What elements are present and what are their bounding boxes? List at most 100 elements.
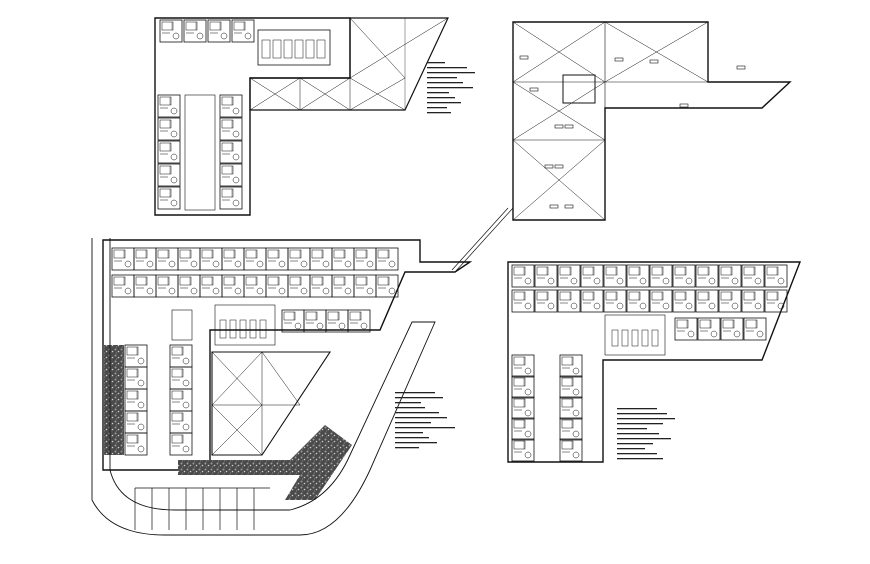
note-block-lower-right: [617, 408, 675, 460]
room-module: [626, 264, 650, 288]
room-module: [133, 274, 157, 298]
drawing-line: [211, 404, 263, 456]
note-line: [395, 392, 435, 394]
note-line: [617, 428, 647, 430]
drawing-rect: [259, 319, 267, 339]
room-module: [157, 94, 181, 118]
room-module: [557, 289, 581, 313]
note-line: [395, 432, 423, 434]
room-module: [155, 247, 179, 271]
drawing-rect: [736, 65, 746, 70]
room-module: [559, 396, 583, 420]
room-module: [183, 19, 207, 43]
room-module: [207, 19, 231, 43]
room-module: [534, 289, 558, 313]
note-block-lower-left: [395, 392, 455, 449]
note-line: [427, 102, 461, 104]
room-module: [331, 247, 355, 271]
room-module: [111, 247, 135, 271]
room-module: [718, 264, 742, 288]
room-module: [649, 289, 673, 313]
room-module: [353, 247, 377, 271]
room-module: [309, 274, 333, 298]
note-line: [427, 67, 467, 69]
drawing-rect: [261, 39, 271, 59]
note-line: [395, 412, 439, 414]
room-module: [626, 289, 650, 313]
drawing-line: [299, 77, 351, 111]
room-module: [580, 264, 604, 288]
room-module: [169, 344, 193, 368]
note-line: [395, 422, 431, 424]
room-module: [511, 417, 535, 441]
room-module: [169, 366, 193, 390]
note-line: [395, 402, 421, 404]
room-module: [331, 274, 355, 298]
drawing-rect: [651, 329, 659, 347]
drawing-line: [349, 17, 406, 79]
drawing-rect: [229, 319, 237, 339]
room-module: [157, 163, 181, 187]
room-module: [124, 366, 148, 390]
note-line: [427, 77, 457, 79]
room-module: [124, 432, 148, 456]
room-module: [718, 289, 742, 313]
drawing-rect: [214, 304, 276, 346]
floor-plan-bottom-left: [91, 238, 473, 536]
drawing-rect: [305, 39, 315, 59]
room-module: [559, 417, 583, 441]
note-line: [617, 413, 667, 415]
note-line: [395, 397, 443, 399]
note-line: [617, 418, 675, 420]
room-module: [303, 309, 327, 333]
room-module: [157, 140, 181, 164]
drawing-rect: [679, 103, 689, 108]
room-module: [169, 432, 193, 456]
drawing-rect: [219, 319, 227, 339]
note-line: [395, 447, 419, 449]
room-module: [534, 264, 558, 288]
room-module: [159, 19, 183, 43]
drawing-line: [349, 17, 449, 79]
room-module: [511, 289, 535, 313]
room-module: [157, 186, 181, 210]
room-module: [764, 289, 788, 313]
drawing-rect: [272, 39, 282, 59]
room-module: [741, 289, 765, 313]
room-module: [695, 289, 719, 313]
drawing-line: [261, 351, 301, 406]
note-line: [617, 438, 671, 440]
note-line: [617, 423, 663, 425]
room-module: [764, 264, 788, 288]
note-line: [395, 417, 447, 419]
room-module: [199, 247, 223, 271]
drawing-rect: [239, 319, 247, 339]
room-module: [375, 247, 399, 271]
drawing-rect: [171, 309, 193, 341]
drawing-rect: [614, 57, 624, 62]
room-module: [169, 388, 193, 412]
room-module: [743, 317, 767, 341]
note-line: [427, 107, 447, 109]
room-module: [219, 186, 243, 210]
room-module: [559, 354, 583, 378]
drawing-rect: [519, 55, 529, 60]
note-line: [617, 453, 657, 455]
room-module: [124, 410, 148, 434]
drawing-rect: [294, 39, 304, 59]
drawing-rect: [604, 314, 666, 356]
floor-plan-top-left: [154, 17, 475, 216]
room-module: [133, 247, 157, 271]
note-line: [427, 82, 463, 84]
note-line: [427, 72, 475, 74]
room-module: [111, 274, 135, 298]
room-module: [231, 19, 255, 43]
room-module: [603, 289, 627, 313]
note-line: [617, 448, 645, 450]
room-module: [219, 117, 243, 141]
note-line: [395, 427, 455, 429]
room-module: [265, 247, 289, 271]
note-line: [427, 87, 473, 89]
room-module: [674, 317, 698, 341]
room-module: [511, 375, 535, 399]
